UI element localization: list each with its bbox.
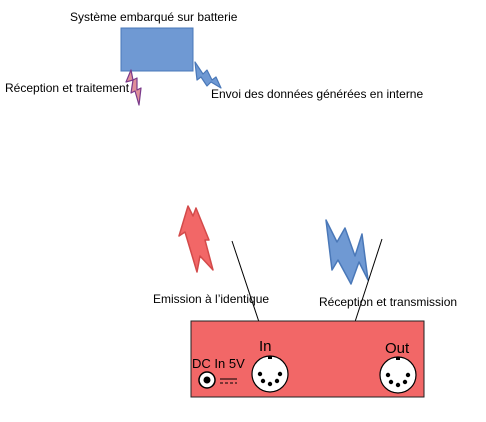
midi-out-connector-icon <box>379 356 417 394</box>
out-label: Out <box>385 340 410 357</box>
power-label: DC In 5V <box>192 356 245 371</box>
reception-label: Réception et transmission <box>319 295 457 309</box>
top-system-title: Système embarqué sur batterie <box>70 10 238 24</box>
top-system-box <box>120 27 194 72</box>
power-jack-icon <box>198 371 216 389</box>
out-leader-line <box>351 238 383 332</box>
in-leader-line <box>231 240 263 332</box>
large-blue-lightning-icon <box>325 219 369 285</box>
emission-label: Emission à l’identique <box>153 292 269 306</box>
small-lightning-down-icon <box>194 61 222 89</box>
in-label: In <box>259 338 272 355</box>
midi-in-connector-icon <box>251 355 289 393</box>
dc-symbol-icon <box>220 378 237 384</box>
small-lightning-up-icon <box>125 69 142 106</box>
large-red-lightning-icon <box>178 205 214 273</box>
top-right-label: Envoi des données générées en interne <box>211 87 423 101</box>
top-left-label: Réception et traitement <box>5 81 130 95</box>
